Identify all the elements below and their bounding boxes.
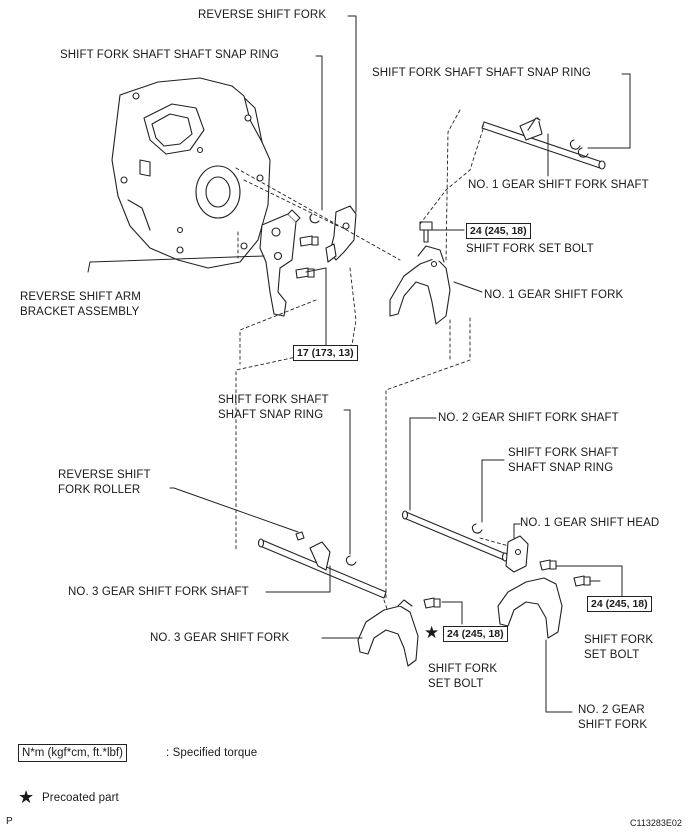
label-snap-ring-mid-line2: SHAFT SNAP RING (218, 409, 324, 421)
label-reverse-roller-line1: REVERSE SHIFT (58, 469, 151, 481)
transmission-case-drawing (112, 78, 270, 268)
no3-shift-fork-shaft-drawing (259, 532, 387, 598)
no2-shift-fork-shaft-drawing (403, 511, 508, 561)
snap-ring-right (472, 524, 482, 533)
legend-unit-box: N*m (kgf*cm, ft.*lbf) (18, 744, 127, 762)
label-no1-gear-shift-head: NO. 1 GEAR SHIFT HEAD (520, 517, 660, 529)
no1-shift-fork-shaft-drawing (482, 118, 605, 169)
label-set-bolt-bottom-line2: SET BOLT (428, 678, 484, 690)
torque-spec-bracket: 17 (173, 13) (293, 345, 358, 361)
no1-gear-shift-head-drawing (506, 536, 528, 572)
alignment-lines-top (236, 110, 484, 364)
bracket-bolts-drawing (296, 236, 318, 278)
label-snap-ring-top-right: SHIFT FORK SHAFT SHAFT SNAP RING (372, 67, 591, 79)
label-no1-gear-shift-fork: NO. 1 GEAR SHIFT FORK (484, 289, 624, 301)
label-no2-gear-line1: NO. 2 GEAR (578, 704, 645, 716)
footer-code: C113283E02 (630, 818, 682, 828)
legend-star-text: Precoated part (42, 792, 119, 804)
star-precoated-mark: ★ (424, 623, 440, 642)
snap-ring-top-right-b (578, 148, 588, 157)
set-bolt-bottom-drawing (424, 598, 440, 608)
label-no1-gear-shift-fork-shaft: NO. 1 GEAR SHIFT FORK SHAFT (468, 179, 649, 191)
label-reverse-shift-fork: REVERSE SHIFT FORK (198, 9, 327, 21)
legend-unit-text: : Specified torque (166, 747, 258, 759)
no2-gear-shift-fork-drawing (498, 578, 562, 638)
no1-gear-shift-fork-drawing (390, 246, 450, 324)
label-shift-fork-set-bolt-top: SHIFT FORK SET BOLT (466, 243, 594, 255)
label-snap-ring-right-line1: SHIFT FORK SHAFT (508, 447, 619, 459)
set-bolt-top-drawing (420, 222, 432, 242)
label-set-bolt-right-line2: SET BOLT (584, 649, 640, 661)
label-no2-gear-shift-fork-shaft: NO. 2 GEAR SHIFT FORK SHAFT (438, 412, 619, 424)
reverse-shift-fork-drawing (326, 206, 356, 262)
set-bolts-right-drawing (540, 560, 590, 586)
label-no2-gear-line2: SHIFT FORK (578, 719, 648, 731)
label-no3-gear-shift-fork-shaft: NO. 3 GEAR SHIFT FORK SHAFT (68, 586, 249, 598)
snap-ring-mid (346, 556, 356, 565)
label-set-bolt-right-line1: SHIFT FORK (584, 634, 654, 646)
torque-spec-set-bolt-right: 24 (245, 18) (587, 596, 652, 612)
legend-star-icon: ★ (18, 787, 35, 807)
reverse-shift-arm-bracket-drawing (260, 210, 300, 316)
label-reverse-roller-line2: FORK ROLLER (58, 484, 141, 496)
label-reverse-shift-arm-line2: BRACKET ASSEMBLY (20, 306, 140, 318)
alignment-lines-middle (236, 268, 516, 612)
snap-ring-small-1 (310, 214, 319, 223)
label-set-bolt-bottom-line1: SHIFT FORK (428, 663, 498, 675)
leader-lines (88, 16, 630, 712)
label-snap-ring-top-left: SHIFT FORK SHAFT SHAFT SNAP RING (60, 49, 279, 61)
no3-gear-shift-fork-drawing (358, 600, 418, 666)
label-no3-gear-shift-fork: NO. 3 GEAR SHIFT FORK (150, 632, 290, 644)
snap-ring-top-right-a (570, 140, 580, 149)
label-snap-ring-mid-line1: SHIFT FORK SHAFT (218, 394, 329, 406)
label-reverse-shift-arm-line1: REVERSE SHIFT ARM (20, 291, 141, 303)
torque-spec-set-bolt-bottom: 24 (245, 18) (443, 626, 508, 642)
torque-spec-set-bolt-top: 24 (245, 18) (466, 223, 531, 239)
label-snap-ring-right-line2: SHAFT SNAP RING (508, 462, 614, 474)
footer-left-mark: P (6, 816, 13, 827)
